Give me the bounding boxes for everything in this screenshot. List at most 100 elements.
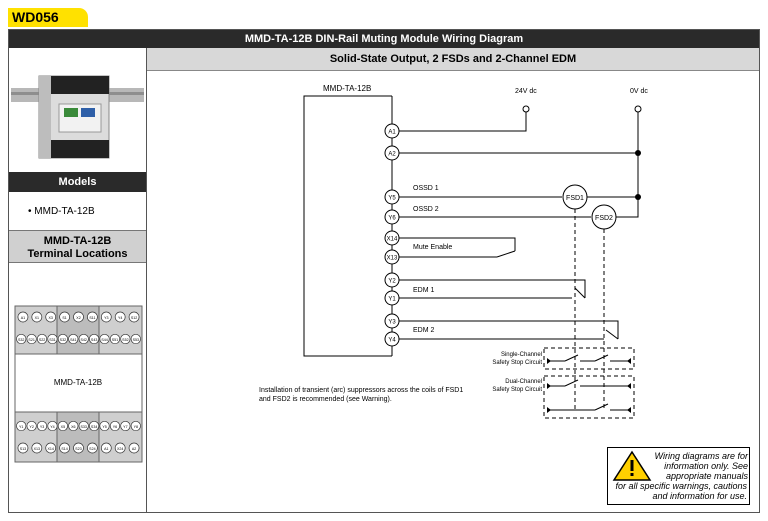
terminal-location-dot [17,442,29,454]
terminal-location-dot [36,333,48,345]
terminal-location-dot [16,333,27,345]
model-name: MMD-TA-12B [34,206,95,217]
terminal-location-dot [100,442,112,454]
terminal-location-label: Y4 [50,425,54,429]
terminal-location-label: A1 [104,447,108,451]
terminal-location-label: A1 [21,316,25,320]
terminal-y3 [384,313,400,329]
models-header: Models [9,172,146,192]
terminal-location-dot [68,333,79,345]
terminal-label-y6: Y6 [388,216,396,222]
terminal-y4 [384,331,400,347]
terminal-location-label: S23 [75,447,81,451]
supply-neg-label: 0V dc [630,88,648,95]
terminal-location-dot [99,420,110,432]
terminal-y2 [384,272,400,288]
terminal-location-dot [78,333,89,345]
terminal-location-label: X3 [49,316,53,320]
terminal-location-dot [130,420,141,432]
document-id-tag: WD056 [8,8,88,27]
terminal-location-label: A2 [132,447,136,451]
terminal-location-dot [128,311,140,323]
terminal-header-line2: Terminal Locations [27,248,128,260]
terminal-location-label: S44 [101,338,107,342]
terminal-location-dot [114,442,126,454]
terminal-header-line1: MMD-TA-12B [43,235,112,247]
terminal-location-dot [31,442,43,454]
terminal-label-x14: X14 [387,237,398,243]
supply-pos-terminal [522,105,530,113]
ossd2-label: OSSD 2 [413,206,439,213]
terminal-location-label: Y3 [40,425,44,429]
terminal-location-label: X2 [76,316,80,320]
terminal-location-label: S13 [20,447,26,451]
diagram-frame [8,29,760,513]
terminal-location-dot [47,420,58,432]
terminal-location-dot [120,420,131,432]
terminal-location-label: X1 [35,316,39,320]
terminal-location-dot [99,333,110,345]
terminal-location-dot [87,442,98,454]
edm2-label: EDM 2 [413,327,435,334]
terminal-label-x13: X13 [387,256,398,262]
terminal-location-dot [26,420,37,432]
terminal-label-y4: Y4 [388,338,396,344]
terminal-location-label: S32 [18,338,24,342]
warning-text-2: for all specific warnings, cautions and … [615,481,747,501]
terminal-y6 [384,209,400,225]
terminal-y1 [384,290,400,306]
fsd2-label: FSD2 [595,215,613,222]
terminal-location-dot [87,311,98,323]
terminal-location-label: S14 [61,447,67,451]
terminal-location-label: Y2 [29,425,33,429]
terminal-label-y1: Y1 [388,297,396,303]
warning-box: Wiring diagrams are for information only… [607,447,750,505]
terminal-location-dot [59,442,70,454]
terminal-location-dot [36,420,48,432]
diagram-module-label: MMD-TA-12B [323,84,371,93]
terminal-location-dot [57,333,68,345]
terminal-location-label: Y7 [123,425,127,429]
dual-channel-box [543,375,635,419]
terminal-location-label: S43 [91,338,97,342]
terminal-location-dot [45,442,57,454]
single-channel-box [543,347,635,370]
terminal-y5 [384,189,400,205]
terminal-location-label: S41 [70,338,76,342]
terminal-location-dot [100,311,112,323]
warning-text-1: Wiring diagrams are for information only… [654,451,748,481]
terminal-location-dot [57,420,68,432]
terminal-location-dot [16,420,27,432]
terminal-location-label: S52 [122,338,128,342]
terminal-location-label: S22 [39,338,45,342]
terminal-location-label: S21 [28,338,34,342]
module-terminal-label: MMD-TA-12B [54,378,102,387]
terminal-location-dot [47,333,58,345]
terminal-location-label: Y8 [134,425,138,429]
terminal-a1 [384,123,400,139]
terminal-location-label: S12 [131,316,137,320]
terminal-location-label: S53 [133,338,139,342]
terminal-location-label: S24 [89,447,95,451]
terminal-location-dot [109,333,121,345]
diagram-subtitle: Solid-State Output, 2 FSDs and 2-Channel… [147,48,759,71]
terminal-label-y2: Y2 [388,279,396,285]
terminal-location-dot [17,311,29,323]
terminal-location-label: S34 [91,425,97,429]
module-box [303,95,392,357]
terminal-x14 [384,230,400,246]
terminal-location-label: X5 [61,425,65,429]
terminal-location-label: S1 [62,316,66,320]
terminal-location-label: S31 [49,338,55,342]
terminal-location-dot [109,420,121,432]
terminal-location-dot [89,420,100,432]
terminal-a2 [384,145,400,161]
terminal-location-label: S51 [112,338,118,342]
warning-triangle-icon [612,450,652,481]
terminal-location-dot [130,333,141,345]
terminal-locations-header: MMD-TA-12B Terminal Locations [9,230,146,263]
terminal-location-dot [68,420,79,432]
terminal-location-label: S42 [81,338,87,342]
supply-neg-terminal [634,105,642,113]
terminal-label-a1: A1 [388,130,396,136]
